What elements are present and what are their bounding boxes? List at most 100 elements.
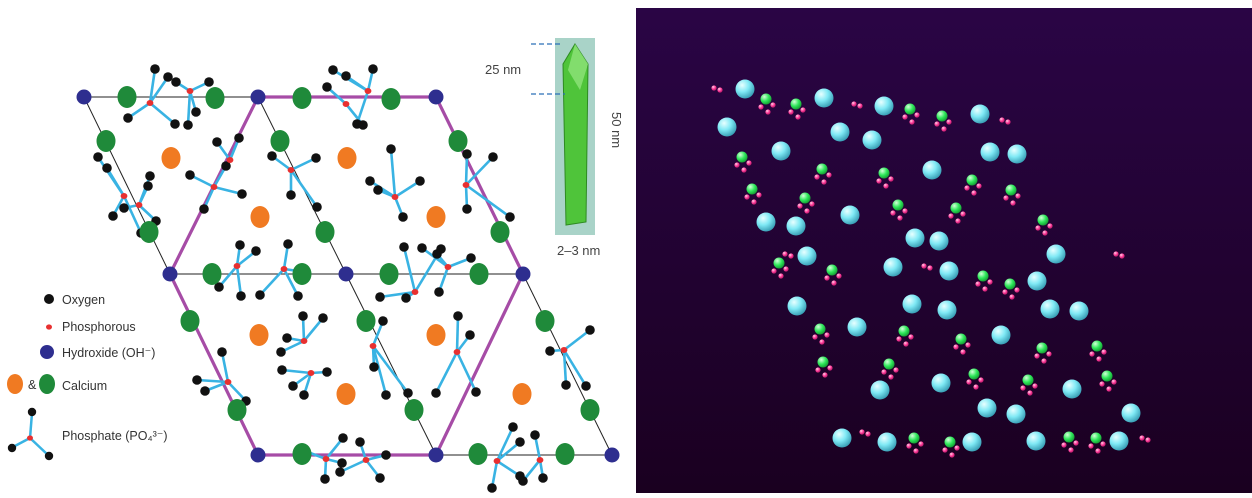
phosphate-bond bbox=[105, 167, 126, 197]
oxygen-sphere bbox=[909, 119, 915, 125]
oxygen-sphere bbox=[902, 114, 908, 120]
legend-oxygen-icon bbox=[44, 294, 54, 304]
oxygen-sphere bbox=[809, 201, 815, 207]
phosphate-bond bbox=[465, 183, 511, 219]
calcium-sphere bbox=[756, 212, 776, 232]
lattice-line bbox=[522, 273, 613, 456]
phosphate-bond bbox=[289, 169, 319, 208]
oxygen-atom bbox=[255, 290, 265, 300]
oxygen-atom bbox=[200, 386, 210, 396]
oxygen-sphere bbox=[1145, 437, 1151, 443]
oxygen-atom bbox=[431, 388, 441, 398]
oxygen-sphere bbox=[1099, 381, 1105, 387]
calcium-orange-atom bbox=[336, 383, 356, 405]
phosphorous-atom bbox=[536, 457, 544, 463]
oxygen-sphere bbox=[954, 445, 960, 451]
oxygen-sphere bbox=[1113, 251, 1119, 257]
oxygen-atom bbox=[358, 120, 368, 130]
phosphorous-atom bbox=[462, 182, 470, 188]
phosphate-bond bbox=[379, 290, 416, 299]
oxygen-sphere bbox=[758, 104, 764, 110]
legend: Oxygen Phosphorous Hydroxide (OH⁻) & Cal… bbox=[7, 293, 168, 461]
oxygen-sphere bbox=[918, 441, 924, 447]
oxygen-sphere bbox=[890, 210, 896, 216]
oxygen-sphere bbox=[771, 268, 777, 274]
oxygen-atom bbox=[217, 347, 227, 357]
calcium-sphere bbox=[1121, 403, 1141, 423]
phosphate-bond bbox=[302, 317, 325, 342]
oxygen-sphere bbox=[1003, 195, 1009, 201]
oxygen-atom bbox=[417, 243, 427, 253]
phosphorus-sphere bbox=[1037, 214, 1049, 226]
oxygen-sphere bbox=[751, 199, 757, 205]
oxygen-sphere bbox=[814, 174, 820, 180]
oxygen-atom bbox=[488, 152, 498, 162]
phosphorus-sphere bbox=[977, 270, 989, 282]
oxygen-atom bbox=[221, 161, 231, 171]
oxygen-sphere bbox=[893, 367, 899, 373]
oxygen-atom bbox=[145, 171, 155, 181]
phosphate-bond bbox=[496, 440, 521, 463]
calcium-sphere bbox=[922, 160, 942, 180]
calcium-sphere bbox=[929, 231, 949, 251]
oxygen-atom bbox=[436, 244, 446, 254]
phosphorous-atom bbox=[560, 347, 568, 353]
oxygen-sphere bbox=[831, 280, 837, 286]
phosphorus-sphere bbox=[799, 192, 811, 204]
oxygen-sphere bbox=[987, 279, 993, 285]
phosphorus-sphere bbox=[736, 151, 748, 163]
phosphate-bond bbox=[196, 378, 229, 384]
oxygen-atom bbox=[320, 474, 330, 484]
calcium-green-atom bbox=[117, 86, 137, 108]
oxygen-sphere bbox=[1020, 385, 1026, 391]
calcium-green-atom bbox=[555, 443, 575, 465]
phosphate-bond bbox=[562, 349, 568, 386]
oxygen-atom bbox=[204, 77, 214, 87]
phosphorus-sphere bbox=[790, 98, 802, 110]
oxygen-atom bbox=[518, 476, 528, 486]
phosphorous-atom bbox=[453, 349, 461, 355]
legend-phosphorous-label: Phosphorous bbox=[62, 320, 136, 334]
oxygen-sphere bbox=[978, 377, 984, 383]
phosphorous-atom bbox=[444, 264, 452, 270]
phosphate-bond bbox=[235, 265, 243, 297]
oxygen-sphere bbox=[976, 183, 982, 189]
phosphorus-sphere bbox=[904, 103, 916, 115]
oxygen-atom bbox=[322, 367, 332, 377]
oxygen-atom bbox=[123, 113, 133, 123]
oxygen-atom bbox=[282, 333, 292, 343]
calcium-green-atom bbox=[292, 443, 312, 465]
phosphorous-atom bbox=[135, 202, 143, 208]
oxygen-sphere bbox=[711, 85, 717, 91]
phosphorus-sphere bbox=[1005, 184, 1017, 196]
oxygen-atom bbox=[283, 239, 293, 249]
calcium-green-atom bbox=[580, 399, 600, 421]
hydroxide-ion bbox=[428, 89, 444, 105]
oxygen-sphere bbox=[865, 431, 871, 437]
oxygen-sphere bbox=[1111, 379, 1117, 385]
calcium-orange-atom bbox=[249, 324, 269, 346]
phosphorous-atom bbox=[210, 184, 218, 190]
phosphorous-atom bbox=[287, 167, 295, 173]
phosphorus-sphere bbox=[1022, 374, 1034, 386]
oxygen-sphere bbox=[955, 218, 961, 224]
oxygen-sphere bbox=[1100, 441, 1106, 447]
oxygen-sphere bbox=[908, 334, 914, 340]
oxygen-sphere bbox=[896, 336, 902, 342]
phosphate-bond bbox=[371, 345, 388, 396]
phosphorus-sphere bbox=[826, 264, 838, 276]
phosphate-bond bbox=[465, 156, 494, 186]
oxygen-sphere bbox=[881, 369, 887, 375]
oxygen-sphere bbox=[821, 179, 827, 185]
oxygen-sphere bbox=[1002, 289, 1008, 295]
phosphorous-atom bbox=[120, 193, 128, 199]
oxygen-sphere bbox=[1073, 440, 1079, 446]
oxygen-sphere bbox=[960, 211, 966, 217]
oxygen-sphere bbox=[1014, 287, 1020, 293]
calcium-green-atom bbox=[469, 263, 489, 285]
oxygen-sphere bbox=[982, 286, 988, 292]
phosphate-bond bbox=[402, 246, 417, 293]
phosphorus-sphere bbox=[955, 333, 967, 345]
phosphorus-sphere bbox=[968, 368, 980, 380]
oxygen-atom bbox=[143, 181, 153, 191]
